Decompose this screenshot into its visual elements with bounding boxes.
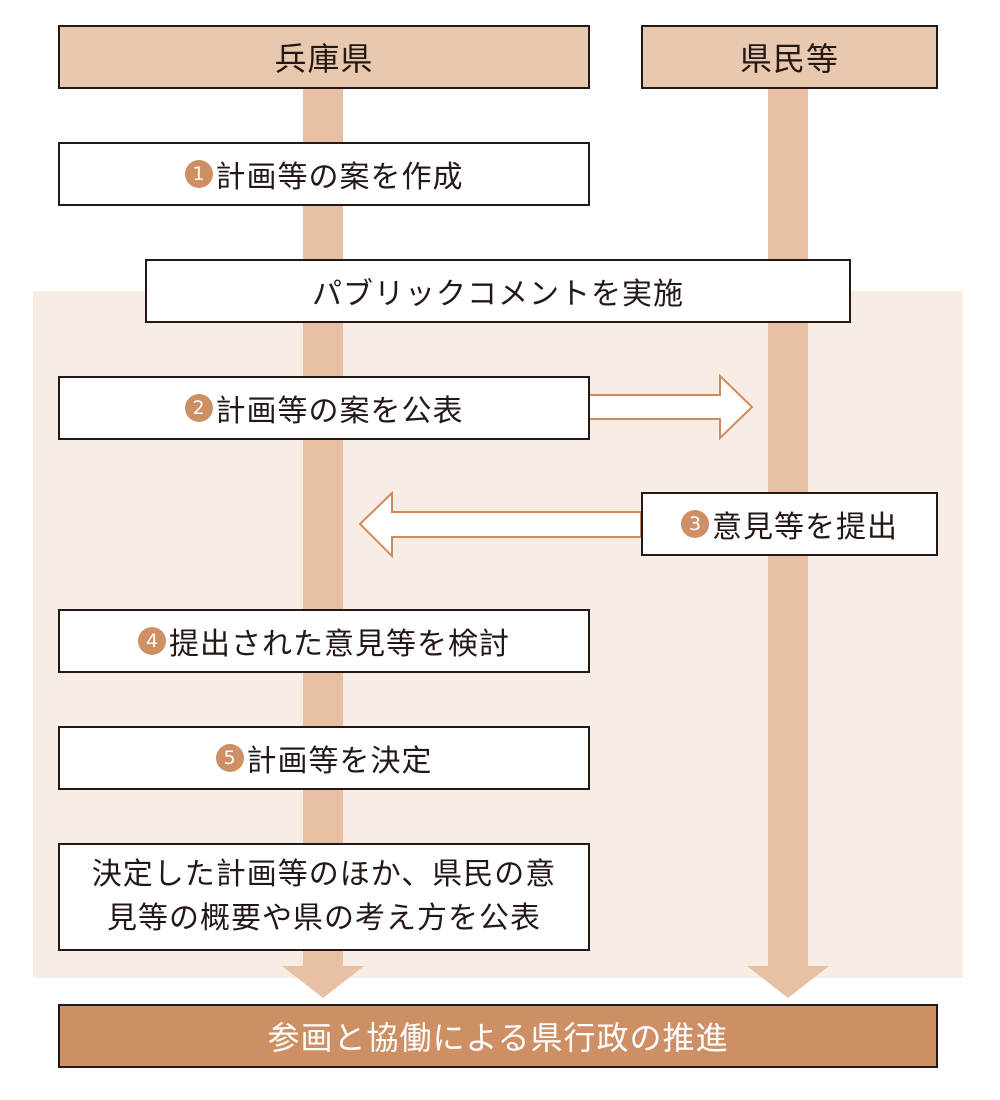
public-comment-box: パブリックコメントを実施 xyxy=(145,259,851,323)
down-arrow-left-icon xyxy=(282,966,364,998)
step-text: 計画等の案を作成 xyxy=(215,160,464,195)
left-arrow-icon xyxy=(358,490,642,559)
step-4-box: 4 提出された意見等を検討 xyxy=(58,609,590,673)
step-3-box: 3 意見等を提出 xyxy=(641,492,938,556)
lane-header-citizens: 県民等 xyxy=(641,25,938,89)
step-number-badge: 4 xyxy=(138,627,166,655)
lane-header-prefecture: 兵庫県 xyxy=(58,25,590,89)
step-1-box: 1 計画等の案を作成 xyxy=(58,142,590,206)
right-arrow-icon xyxy=(588,373,754,441)
publish-result-line-1: 決定した計画等のほか、県民の意 xyxy=(91,857,557,892)
step-number-badge: 2 xyxy=(184,394,213,422)
step-text: 計画等の案を公表 xyxy=(215,394,464,429)
step-number-badge: 1 xyxy=(184,160,213,188)
step-2-box: 2 計画等の案を公表 xyxy=(58,376,590,440)
step-5-box: 5 計画等を決定 xyxy=(58,726,590,790)
outcome-box: 参画と協働による県行政の推進 xyxy=(58,1004,938,1068)
publish-result-line-2: 見等の概要や県の考え方を公表 xyxy=(107,901,541,936)
step-text: 意見等を提出 xyxy=(712,510,898,545)
step-number-badge: 3 xyxy=(681,510,709,538)
down-arrow-right-icon xyxy=(747,966,829,998)
step-text: 提出された意見等を検討 xyxy=(169,627,510,662)
step-number-badge: 5 xyxy=(215,744,244,772)
prefecture-lane-line xyxy=(303,88,343,968)
step-text: 計画等を決定 xyxy=(246,744,433,779)
publish-result-box: 決定した計画等のほか、県民の意 見等の概要や県の考え方を公表 xyxy=(58,843,590,951)
